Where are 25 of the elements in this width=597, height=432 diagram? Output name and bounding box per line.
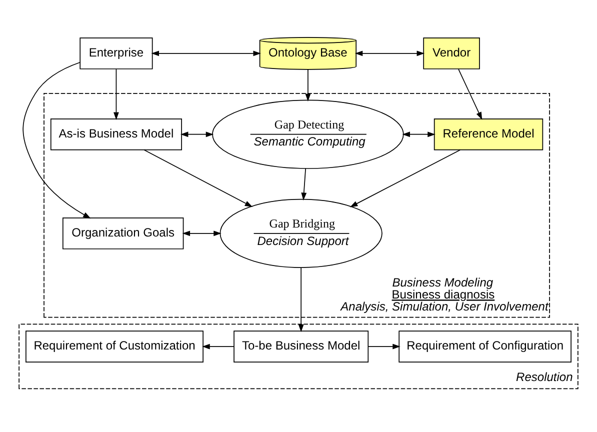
arrow: [458, 68, 482, 120]
arrow: [202, 343, 234, 349]
node-box: Enterprise: [80, 37, 153, 69]
arrow: [301, 168, 307, 200]
arrow: [180, 131, 214, 137]
arrow: [402, 131, 436, 137]
node-ellipse: Gap Detecting Semantic Computing: [212, 99, 404, 168]
node-box: Requirement of Configuration: [398, 330, 572, 362]
arrow: [305, 68, 311, 102]
arrow: [151, 50, 261, 56]
arrow: [114, 68, 119, 120]
node-box: Organization Goals: [62, 217, 184, 249]
arrow: [182, 230, 222, 236]
arrow: [22, 61, 91, 218]
node-box: Vendor: [423, 37, 480, 69]
node-ellipse: Gap Bridging Decision Support: [220, 198, 382, 268]
node-box: Reference Model: [434, 118, 544, 150]
arrow: [354, 50, 425, 56]
arrow: [368, 343, 400, 349]
arrow: [144, 149, 253, 207]
arrow: [350, 149, 460, 207]
node-box: To-be Business Model: [234, 330, 369, 362]
arrow: [298, 266, 304, 332]
node-box: As-is Business Model: [50, 118, 182, 150]
node-box: Requirement of Customization: [26, 330, 204, 362]
